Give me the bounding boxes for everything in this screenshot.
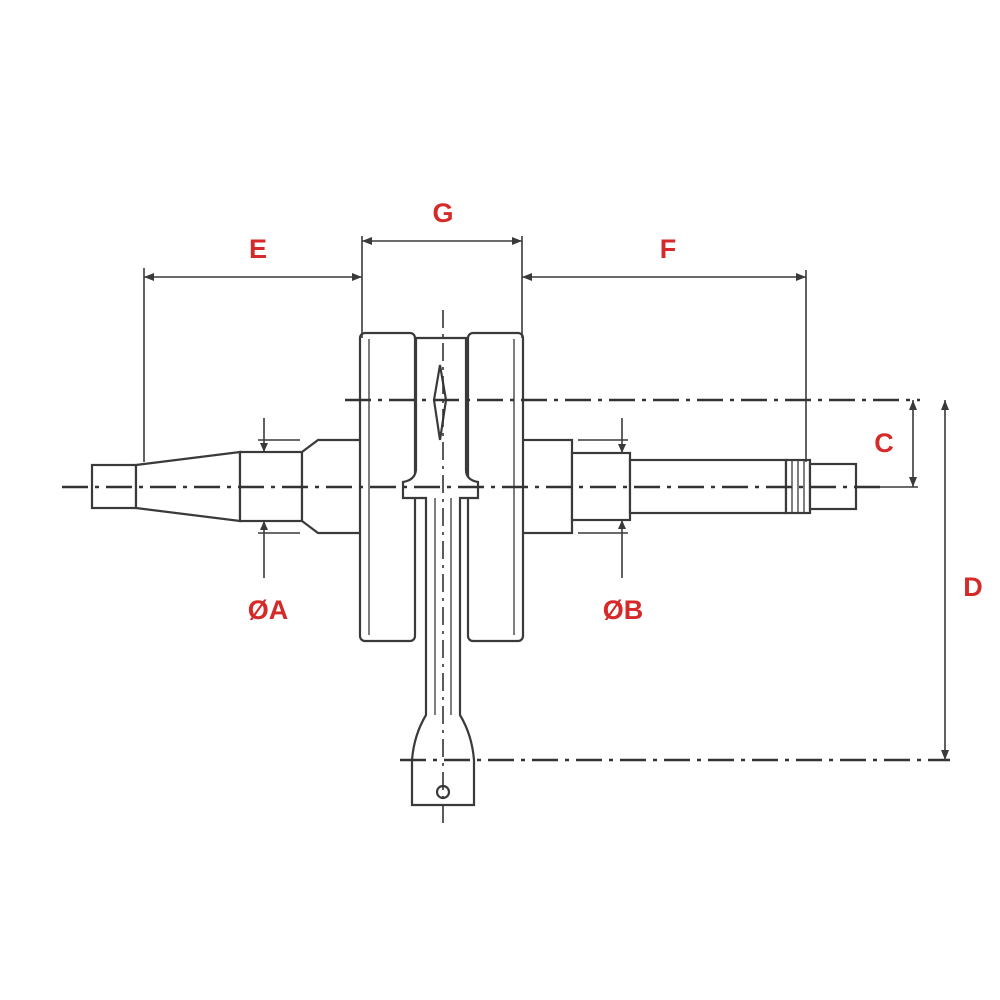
label-e: E <box>249 234 267 264</box>
rod-oil-slot <box>432 364 448 441</box>
label-d: D <box>963 572 983 602</box>
label-diameter-a: ØA <box>248 595 289 625</box>
diameter-b-markers <box>578 418 628 578</box>
connecting-rod-body <box>401 336 480 807</box>
dimension-d <box>941 400 949 760</box>
label-g: G <box>432 198 453 228</box>
dimension-e <box>143 236 363 462</box>
diameter-a-markers <box>258 418 300 578</box>
label-diameter-b: ØB <box>603 595 644 625</box>
label-c: C <box>874 428 894 458</box>
label-f: F <box>660 234 677 264</box>
dimension-g <box>362 236 523 338</box>
dimension-f <box>522 270 807 462</box>
dimension-c <box>880 400 918 488</box>
connecting-rod <box>401 336 480 807</box>
